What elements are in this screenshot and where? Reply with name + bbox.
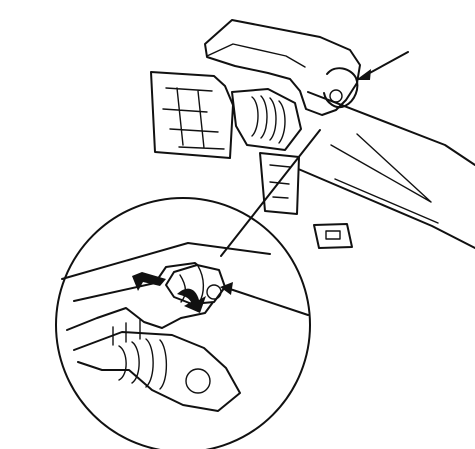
left-frame [150, 71, 234, 159]
top-handle-cover [204, 19, 361, 116]
callouts [220, 51, 409, 316]
detail-circle [55, 197, 311, 449]
left-frame-inner-ribs [162, 87, 225, 150]
detail-lower-body [73, 331, 241, 412]
top-cover-front-edge [206, 43, 306, 68]
zoom-connector-line [220, 129, 321, 257]
detail-round-knob [185, 368, 211, 394]
upper-assembly [150, 19, 475, 249]
support-rail-upper [307, 91, 475, 166]
detail-bracket-hole [206, 284, 222, 300]
upper-callout-line [365, 51, 409, 76]
detail-magnification [55, 197, 311, 449]
right-bracket-arm [323, 67, 359, 109]
detail-frame-top [61, 242, 271, 280]
support-rail-diagonal [330, 133, 439, 224]
small-side-tab [313, 223, 353, 249]
detail-spring-coils [118, 338, 168, 390]
tab-slot [325, 230, 341, 240]
detail-frame-body [66, 262, 220, 331]
rotation-arrow-left [132, 272, 166, 291]
upper-callout-arrowhead [356, 69, 371, 80]
support-rail-lower [295, 167, 475, 249]
detail-vertical-posts [112, 319, 141, 346]
detail-callout-arrowhead [220, 282, 233, 295]
detail-callout-line [229, 288, 309, 316]
rotation-arrow-right [177, 288, 206, 313]
spring-coils [251, 95, 286, 144]
spring-housing [231, 88, 302, 151]
